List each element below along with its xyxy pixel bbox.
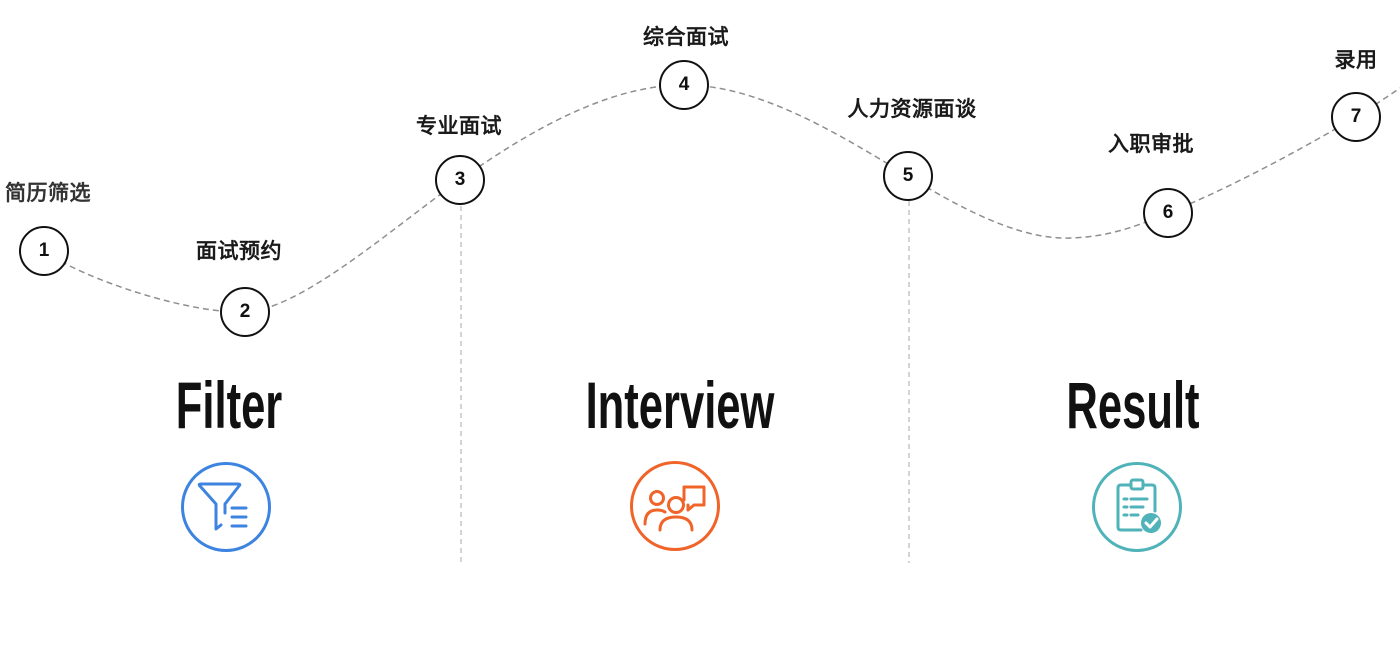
step-label-6: 入职审批 <box>1108 132 1194 156</box>
step-number: 5 <box>902 165 914 186</box>
step-node-4: 4 <box>659 60 709 110</box>
step-number: 4 <box>678 74 690 95</box>
step-node-2: 2 <box>220 287 270 337</box>
clipboard-check-icon <box>1092 462 1182 552</box>
step-label-1: 简历筛选 <box>5 181 91 205</box>
step-node-7: 7 <box>1331 92 1381 142</box>
section-title-interview: Interview <box>585 368 775 442</box>
step-label-4: 综合面试 <box>643 25 729 49</box>
process-curve <box>43 84 1400 313</box>
step-label-7: 录用 <box>1334 48 1378 72</box>
step-node-3: 3 <box>435 155 485 205</box>
step-node-6: 6 <box>1143 188 1193 238</box>
step-node-1: 1 <box>19 226 69 276</box>
filter-funnel-icon <box>181 462 271 552</box>
step-label-2: 面试预约 <box>196 239 282 263</box>
step-label-5: 人力资源面谈 <box>847 97 977 121</box>
step-number: 2 <box>239 301 251 322</box>
check-badge <box>1141 513 1161 533</box>
section-title-filter: Filter <box>175 368 283 442</box>
step-label-3: 专业面试 <box>416 114 502 138</box>
step-number: 1 <box>38 240 50 261</box>
step-number: 7 <box>1350 106 1362 127</box>
step-node-5: 5 <box>883 151 933 201</box>
interview-chat-icon <box>630 461 720 551</box>
step-number: 6 <box>1162 202 1174 223</box>
section-title-result: Result <box>1066 368 1200 442</box>
step-number: 3 <box>454 169 466 190</box>
